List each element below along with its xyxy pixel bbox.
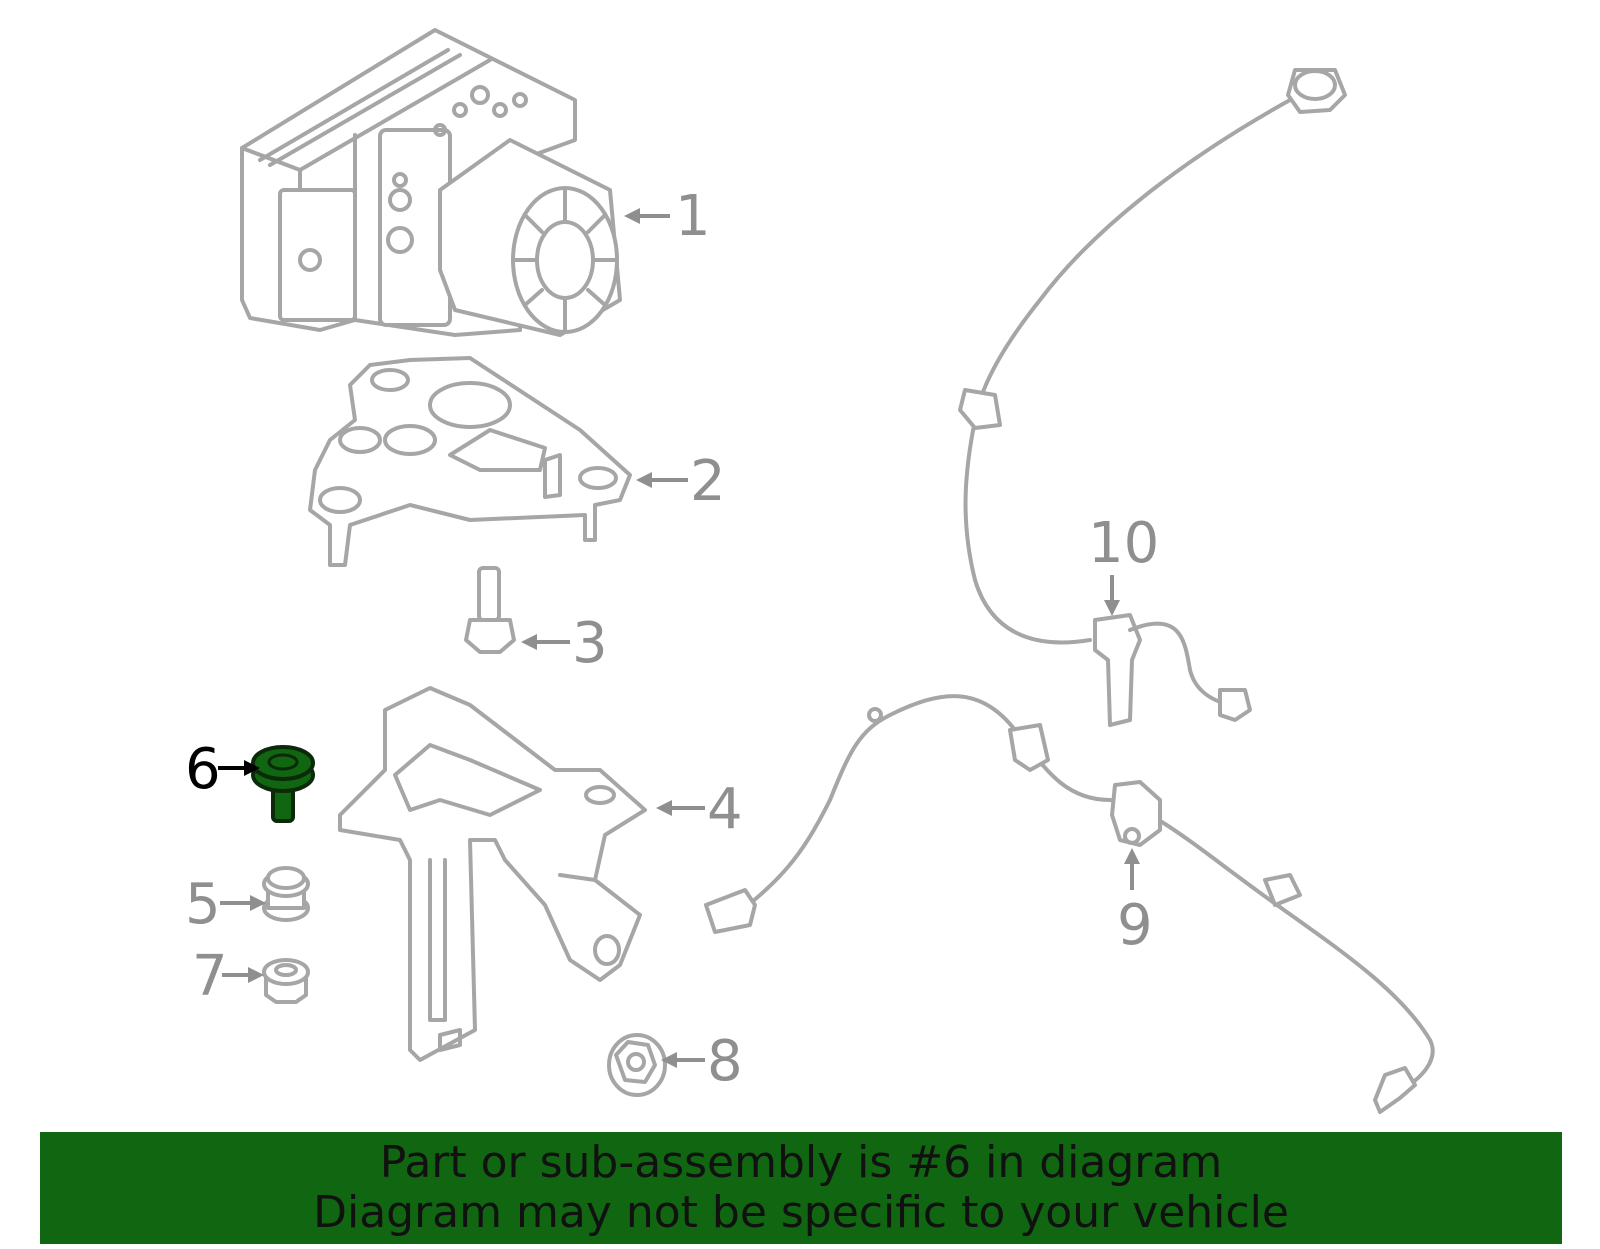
callout-label-10: 10 — [1088, 511, 1159, 576]
part-5-grommet — [262, 866, 310, 922]
banner-background — [40, 1132, 1562, 1244]
callout-10: 10 — [1088, 511, 1159, 616]
callout-6: 6 — [185, 737, 260, 802]
callout-7: 7 — [192, 944, 264, 1009]
callout-label-8: 8 — [707, 1029, 743, 1094]
callout-2: 2 — [636, 449, 726, 514]
part-8-flange-nut — [607, 1033, 667, 1097]
callout-4: 4 — [656, 777, 743, 842]
callout-3: 3 — [521, 611, 608, 676]
callout-label-4: 4 — [707, 777, 743, 842]
part-1-abs-modulator — [240, 28, 622, 337]
callout-label-5: 5 — [185, 872, 221, 937]
info-banner: Part or sub-assembly is #6 in diagram Di… — [40, 1132, 1562, 1244]
callout-1: 1 — [624, 184, 711, 249]
part-10-sensor-harness — [958, 68, 1347, 727]
banner-line-1: Part or sub-assembly is #6 in diagram — [379, 1137, 1223, 1188]
callout-label-7: 7 — [192, 944, 228, 1009]
part-4-mounting-bracket — [338, 686, 647, 1062]
part-3-bolt — [464, 566, 516, 654]
banner-line-2: Diagram may not be specific to your vehi… — [313, 1187, 1289, 1238]
callout-label-9: 9 — [1117, 893, 1153, 958]
callout-label-1: 1 — [675, 184, 711, 249]
part-7-nut — [262, 958, 310, 1004]
part-2-bracket — [308, 356, 632, 567]
part-9-sensor-harness — [704, 694, 1435, 1114]
callout-label-2: 2 — [690, 449, 726, 514]
callout-8: 8 — [661, 1029, 743, 1094]
callout-5: 5 — [185, 872, 266, 937]
callout-9: 9 — [1117, 848, 1153, 958]
callout-label-3: 3 — [572, 611, 608, 676]
callout-label-6: 6 — [185, 737, 221, 802]
part-6-bolt-highlighted[interactable] — [251, 745, 315, 823]
